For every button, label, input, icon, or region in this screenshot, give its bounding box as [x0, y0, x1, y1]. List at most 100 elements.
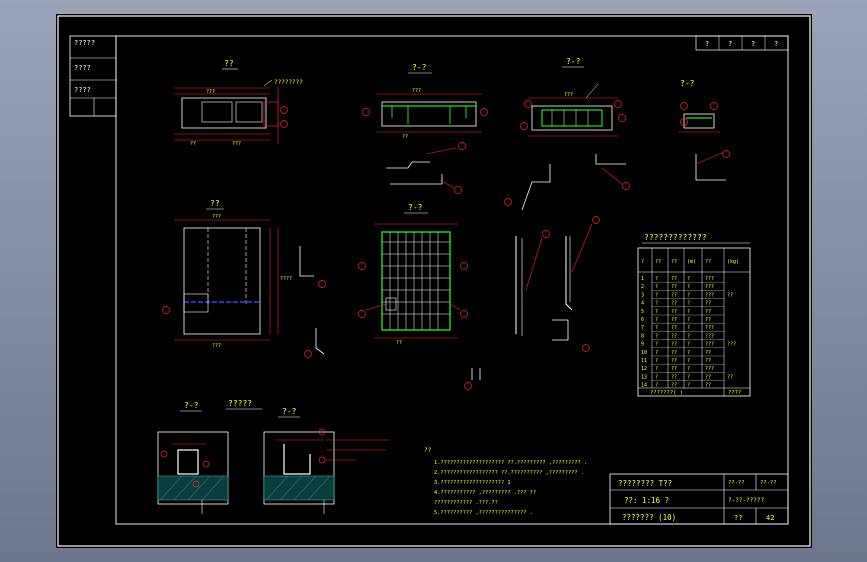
table-cell: ?: [687, 383, 690, 389]
table-cell: ?: [655, 358, 658, 364]
table-cell: ??: [671, 374, 677, 380]
table-cell: ??: [671, 350, 677, 356]
section-view-2[interactable]: ?-? ???: [504, 57, 630, 211]
outer-frame: [57, 15, 811, 547]
note-line: 2.?????????????????? ??.?????????? ,????…: [434, 470, 584, 476]
table-cell: ?: [687, 317, 690, 323]
table-cell: ???: [705, 284, 714, 290]
table-cell: ??: [705, 358, 711, 364]
title-block[interactable]: ???????? T?? ??: 1:16 ? ??????? (10) ??-…: [609, 473, 789, 525]
mesh-plan-view[interactable]: ?-? ??: [358, 203, 481, 390]
title-cell-2: ?: [728, 40, 732, 48]
table-header-cell: ??: [671, 259, 677, 265]
rebar-table[interactable]: ????????????? ?????(m)??(kg) 1???????2??…: [637, 233, 751, 397]
dim-label: ??: [190, 141, 196, 147]
table-cell: ???: [705, 333, 714, 339]
table-cell: ???: [705, 342, 714, 348]
notes-lead: ??: [424, 447, 432, 454]
notes-block[interactable]: ?? 1.???????????????????? ??.????????? ,…: [424, 447, 587, 516]
plan-view-a[interactable]: ?? ??? ?? ??? ????????: [174, 59, 303, 147]
table-cell: ?: [687, 358, 690, 364]
table-cell: ?: [687, 374, 690, 380]
table-cell: ?: [655, 374, 658, 380]
table-cell: ?: [655, 342, 658, 348]
dim-label: ???: [212, 343, 221, 349]
table-cell: ?: [655, 301, 658, 307]
table-cell: ?: [655, 383, 658, 389]
section-view-3[interactable]: ?-?: [678, 79, 730, 181]
table-cell: ??: [671, 276, 677, 282]
table-cell: ?: [655, 317, 658, 323]
table-cell: ??: [671, 292, 677, 298]
dim-label: ????: [280, 276, 292, 282]
table-cell: 5: [641, 309, 644, 315]
table-cell: ?: [687, 366, 690, 372]
table-cell: ??: [705, 374, 711, 380]
left-strip-row-2: ????: [74, 64, 91, 72]
table-cell: ??: [671, 383, 677, 389]
table-body: 1???????2???????3?????????4??????5??????…: [641, 276, 736, 389]
table-cell: ???: [727, 342, 736, 348]
drawing-sheet[interactable]: ????? ???? ???? ? ? ? ? ?? ??? ?? ??? ??…: [56, 14, 812, 548]
left-strip: ????? ???? ????: [69, 35, 117, 117]
table-cell: 1: [641, 276, 644, 282]
detail-view-2[interactable]: ?-?: [263, 407, 390, 514]
section-3-label: ?-?: [680, 79, 695, 88]
table-cell: 11: [641, 358, 647, 364]
dim-label: ???: [206, 89, 215, 95]
title-code: ?-??-?????: [728, 497, 765, 504]
table-cell: ?: [655, 309, 658, 315]
table-cell: ??: [705, 350, 711, 356]
section-view-1[interactable]: ?-? ??? ??: [362, 63, 488, 194]
table-cell: ?: [687, 309, 690, 315]
table-cell: 8: [641, 333, 644, 339]
table-footer-right: ????: [728, 390, 741, 396]
table-cell: ?: [655, 350, 658, 356]
table-cell: 10: [641, 350, 647, 356]
plan-a-label: ??: [224, 59, 234, 68]
note-line: ???????????? .???.??: [434, 500, 498, 506]
table-cell: 7: [641, 325, 644, 331]
title-ref-a: ??-??: [728, 480, 745, 486]
title-ref-b: ??-??: [760, 480, 777, 486]
cad-canvas[interactable]: ????? ???? ???? ? ? ? ? ?? ??? ?? ??? ??…: [56, 14, 812, 548]
table-cell: ?: [687, 276, 690, 282]
title-cell-1: ?: [705, 40, 709, 48]
table-footer-left: ???????( ): [650, 390, 683, 396]
plan-a-note: ????????: [274, 79, 303, 86]
section-2-label: ?-?: [566, 57, 581, 66]
table-cell: ??: [671, 284, 677, 290]
table-cell: ??: [705, 301, 711, 307]
table-cell: ??: [671, 309, 677, 315]
table-cell: 14: [641, 383, 647, 389]
table-header-cell: ??: [655, 259, 661, 265]
note-line: 1.???????????????????? ??.????????? ,???…: [434, 460, 587, 466]
dim-label: ??: [396, 340, 402, 346]
table-cell: 2: [641, 284, 644, 290]
table-cell: 12: [641, 366, 647, 372]
table-cell: ?: [655, 333, 658, 339]
elevation-label: ??: [210, 199, 220, 208]
table-cell: 13: [641, 374, 647, 380]
table-header-row: ?????(m)??(kg): [641, 259, 739, 265]
note-line: 4.??????????? ,????????? .??? ??: [434, 490, 536, 496]
table-cell: ??: [727, 374, 733, 380]
table-cell: ???: [705, 325, 714, 331]
elevation-view[interactable]: ?? ??? ??? ????: [162, 199, 326, 358]
inner-frame: [115, 35, 789, 525]
title-sheet-label: ??: [734, 514, 742, 522]
detail-2-label: ?-?: [282, 407, 297, 416]
table-cell: ?: [687, 284, 690, 290]
table-cell: ??: [671, 342, 677, 348]
detail-view-1[interactable]: ?-? ?????: [157, 399, 262, 514]
table-cell: ??: [705, 317, 711, 323]
table-cell: ???: [705, 366, 714, 372]
table-cell: ??: [705, 309, 711, 315]
dim-label: ???: [564, 92, 573, 98]
title-sheet-number: 42: [766, 514, 774, 522]
title-sub: ??????? (10): [622, 513, 676, 522]
title-cell-4: ?: [774, 40, 778, 48]
table-header-cell: ??: [705, 259, 711, 265]
title-name: ???????? T??: [618, 479, 672, 488]
table-cell: ???: [705, 276, 714, 282]
